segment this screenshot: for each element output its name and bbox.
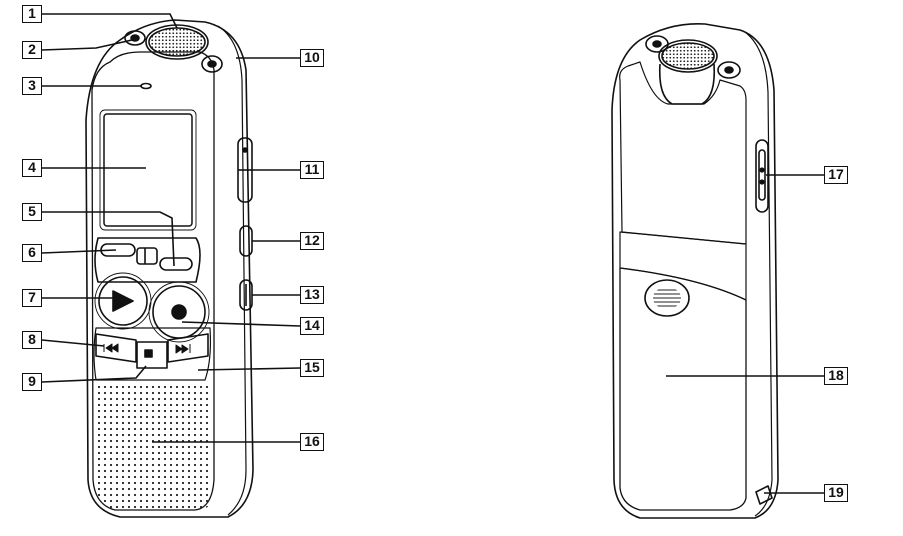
callout-15: 15 [300, 359, 324, 377]
callout-11: 11 [300, 161, 324, 179]
battery-cover [619, 231, 747, 301]
callout-14: 14 [300, 317, 324, 335]
callout-17: 17 [824, 166, 848, 184]
operation-indicator [140, 82, 152, 90]
rewind-button [95, 333, 137, 363]
callout-9: 9 [22, 373, 42, 391]
side-button-upper [239, 225, 253, 257]
back-body-outline [611, 23, 779, 519]
front-right-jack [201, 55, 223, 73]
battery-cover-lower [619, 267, 747, 511]
back-right-jack [717, 61, 741, 79]
back-upper-panel [619, 61, 747, 245]
fast-forward-button [167, 333, 209, 363]
callout-12: 12 [300, 232, 324, 250]
recorder-front-view [85, 19, 254, 518]
front-left-jack [124, 30, 146, 46]
battery-cover-latch [644, 279, 690, 317]
callout-18: 18 [824, 367, 848, 385]
callout-8: 8 [22, 331, 42, 349]
hold-switch [136, 247, 158, 265]
folder-button [159, 257, 193, 271]
front-leader-lines [41, 13, 301, 443]
speaker-grill [96, 384, 212, 510]
strap-hole [755, 485, 773, 505]
back-microphone [661, 42, 715, 70]
callout-19: 19 [824, 484, 848, 502]
callout-10: 10 [300, 49, 324, 67]
callout-6: 6 [22, 244, 42, 262]
callout-2: 2 [22, 41, 42, 59]
play-button [98, 276, 148, 326]
callout-16: 16 [300, 433, 324, 451]
callout-7: 7 [22, 289, 42, 307]
callout-4: 4 [22, 159, 42, 177]
stop-button [136, 341, 168, 369]
recorder-back-view [611, 23, 779, 519]
switch-row [94, 237, 201, 283]
callout-13: 13 [300, 286, 324, 304]
display-window [103, 113, 193, 227]
usb-slide [755, 139, 769, 213]
back-left-jack [645, 35, 669, 53]
callout-3: 3 [22, 77, 42, 95]
front-body-outline [85, 19, 254, 518]
callout-1: 1 [22, 5, 42, 23]
back-leader-lines [666, 174, 824, 494]
front-microphone [148, 27, 206, 57]
callout-5: 5 [22, 203, 42, 221]
